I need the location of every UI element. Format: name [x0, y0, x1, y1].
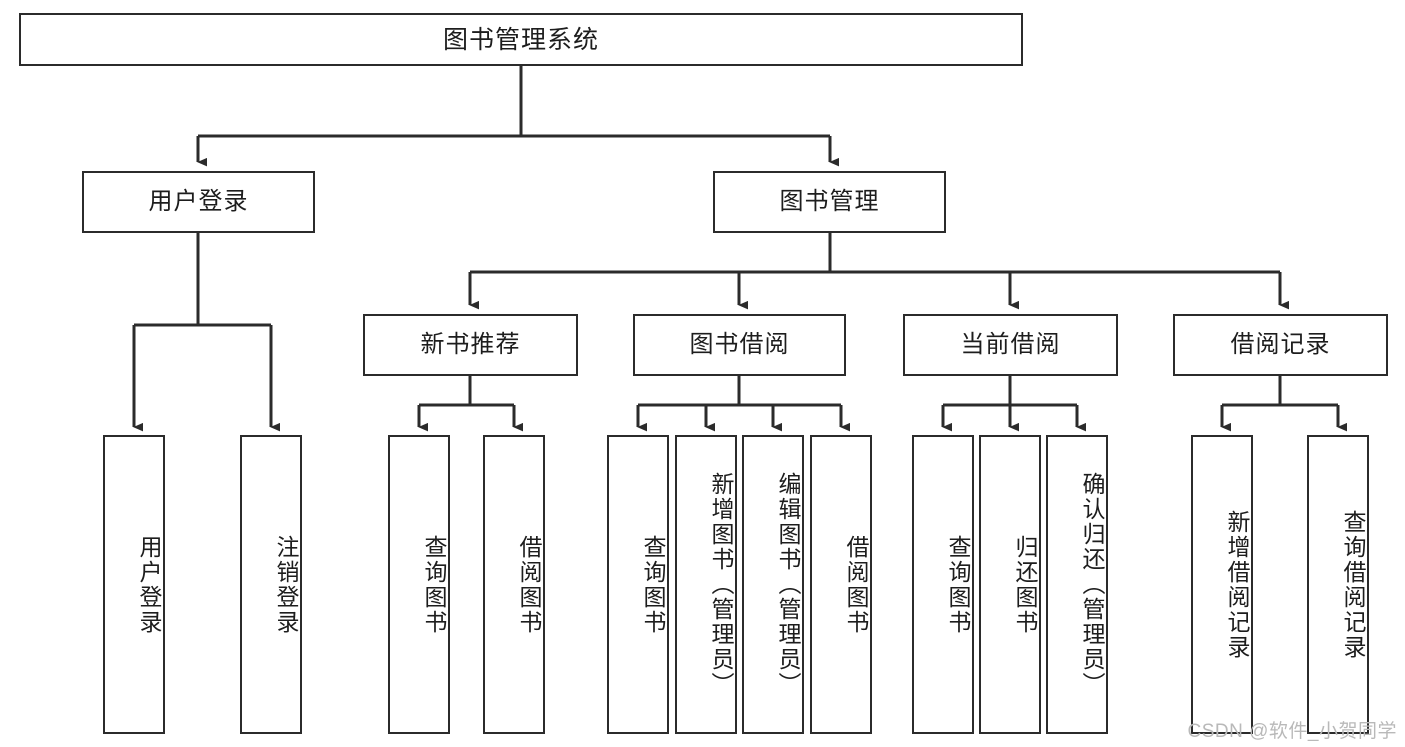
node-leaf-borrow-book-1[interactable]: 借阅图书	[483, 435, 545, 734]
node-label: 借阅记录	[1230, 330, 1331, 358]
node-leaf-borrow-book-2[interactable]: 借阅图书	[810, 435, 872, 734]
node-leaf-add-book[interactable]: 新增图书（管理员）	[675, 435, 737, 734]
node-leaf-edit-book[interactable]: 编辑图书（管理员）	[742, 435, 804, 734]
node-borrow-record[interactable]: 借阅记录	[1173, 314, 1388, 376]
node-leaf-confirm-return[interactable]: 确认归还（管理员）	[1046, 435, 1108, 734]
node-label: 用户登录	[148, 187, 249, 215]
node-book-borrow[interactable]: 图书借阅	[633, 314, 846, 376]
node-leaf-add-record[interactable]: 新增借阅记录	[1191, 435, 1253, 734]
node-label: 借阅图书	[843, 534, 869, 635]
node-label: 查询图书	[945, 534, 971, 635]
node-label: 归还图书	[1012, 534, 1038, 635]
node-label: 查询图书	[421, 534, 447, 635]
node-leaf-user-logout[interactable]: 注销登录	[240, 435, 302, 734]
node-label: 用户登录	[136, 534, 162, 635]
node-label: 新增借阅记录	[1224, 509, 1250, 660]
node-label: 查询图书	[640, 534, 666, 635]
node-leaf-query-book-1[interactable]: 查询图书	[388, 435, 450, 734]
node-label: 图书管理系统	[442, 25, 599, 54]
node-leaf-user-login[interactable]: 用户登录	[103, 435, 165, 734]
node-new-book-rec[interactable]: 新书推荐	[363, 314, 578, 376]
node-label: 当前借阅	[960, 330, 1061, 358]
node-label: 查询借阅记录	[1340, 509, 1366, 660]
node-leaf-query-book-3[interactable]: 查询图书	[912, 435, 974, 734]
node-label: 图书管理	[779, 187, 880, 215]
node-leaf-return-book[interactable]: 归还图书	[979, 435, 1041, 734]
node-label: 确认归还（管理员）	[1079, 472, 1105, 697]
node-user-login[interactable]: 用户登录	[82, 171, 315, 233]
node-label: 新书推荐	[420, 330, 521, 358]
node-label: 注销登录	[273, 534, 299, 635]
node-label: 编辑图书（管理员）	[775, 472, 801, 697]
csdn-watermark: CSDN @软件_小贺同学	[1187, 721, 1397, 742]
node-label: 借阅图书	[516, 534, 542, 635]
node-label: 图书借阅	[689, 330, 790, 358]
node-leaf-query-book-2[interactable]: 查询图书	[607, 435, 669, 734]
node-root-system[interactable]: 图书管理系统	[19, 13, 1023, 66]
node-current-borrow[interactable]: 当前借阅	[903, 314, 1118, 376]
node-book-manage[interactable]: 图书管理	[713, 171, 946, 233]
node-leaf-query-record[interactable]: 查询借阅记录	[1307, 435, 1369, 734]
node-label: 新增图书（管理员）	[708, 472, 734, 697]
